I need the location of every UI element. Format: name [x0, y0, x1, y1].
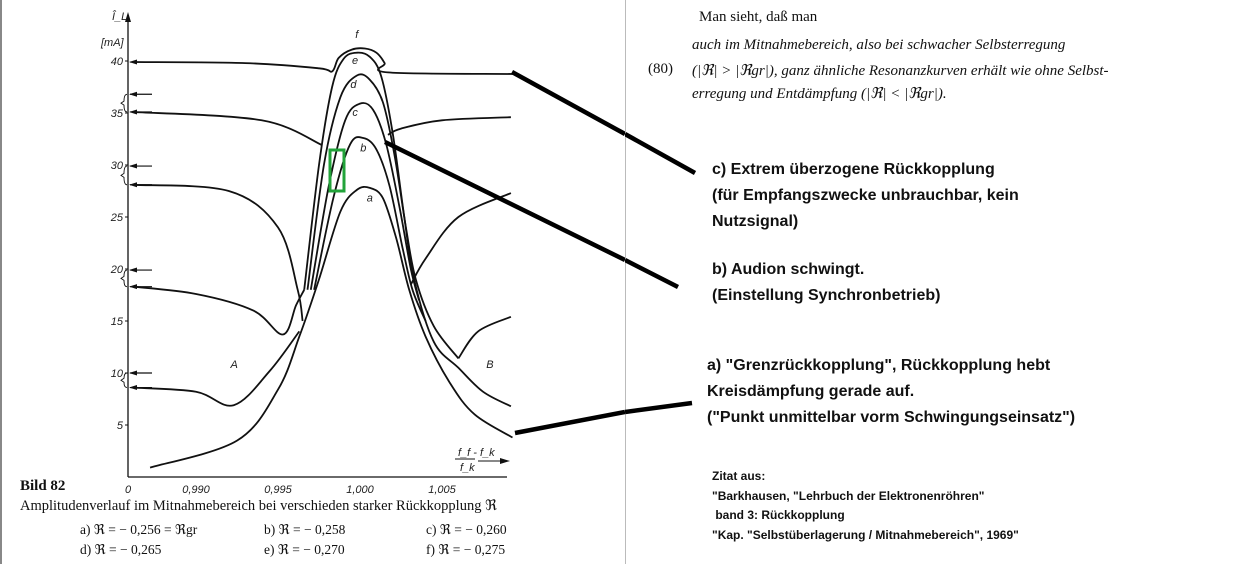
arrow-left-icon — [129, 370, 137, 376]
pointer-line-a — [514, 409, 625, 436]
pointer-line-b-end — [625, 257, 680, 290]
curve-branch-B2 — [387, 116, 511, 136]
level-brace — [120, 93, 128, 113]
pointer-line-b — [384, 139, 625, 263]
arrow-left-icon — [129, 182, 137, 188]
pointer-line-a-end — [625, 400, 693, 415]
legend-f: f) ℜ = − 0,275 — [426, 542, 506, 557]
curve-label-b: b — [360, 142, 366, 154]
y-tick-label: 30 — [111, 160, 124, 172]
y-tick-label: 15 — [111, 316, 124, 328]
curve-branch-A1 — [133, 330, 301, 407]
annotation-b: b) Audion schwingt.(Einstellung Synchron… — [712, 261, 941, 304]
curve-e — [303, 51, 512, 408]
level-brace — [120, 372, 128, 389]
figure-caption: Amplitudenverlauf im Mitnahmebereich bei… — [20, 498, 497, 514]
arrow-left-icon — [129, 91, 137, 97]
y-tick-label: 40 — [111, 56, 124, 68]
x-tick-label: 1,005 — [428, 484, 456, 496]
pointer-lines-right — [625, 132, 697, 415]
arrow-left-icon — [129, 59, 137, 65]
level-brace — [120, 269, 128, 288]
x-axis-label-denominator: f_k — [460, 462, 475, 474]
legend-c: c) ℜ = − 0,260 — [426, 522, 507, 537]
curve-label-a: a — [367, 192, 373, 204]
book-text-line3: (|ℜ| > |ℜgr|), ganz ähnliche Resonanzkur… — [692, 63, 1109, 79]
arrow-left-icon — [129, 385, 137, 391]
book-text-line4: erregung und Entdämpfung (|ℜ| < |ℜgr|). — [692, 86, 947, 102]
curve-label-f: f — [355, 29, 359, 41]
legend-b: b) ℜ = − 0,258 — [264, 522, 346, 537]
region-label: A — [229, 359, 237, 371]
y-tick-label: 25 — [110, 212, 124, 224]
y-tick-label: 35 — [111, 108, 124, 120]
annotation-a: a) "Grenzrückkopplung", Rückkopplung heb… — [707, 357, 1076, 426]
level-brace — [120, 165, 128, 186]
curve-label-d: d — [350, 79, 357, 91]
arrow-right-icon — [500, 458, 510, 464]
x-tick-label: 1,000 — [346, 484, 374, 496]
curve-branch-A4 — [133, 111, 323, 147]
curve-branch-A3 — [133, 183, 304, 322]
curve-branch-B3 — [457, 315, 512, 359]
annotation-c: c) Extrem überzogene Rückkopplung(für Em… — [712, 161, 1019, 230]
y-tick-label: 20 — [110, 264, 124, 276]
arrow-left-icon — [129, 109, 137, 115]
arrow-left-icon — [129, 163, 137, 169]
pointer-line-c-end — [625, 132, 697, 175]
curve-a — [149, 185, 513, 469]
region-label: B — [486, 359, 493, 371]
x-axis-label-numerator: f_f - f_k — [458, 447, 495, 459]
curve-label-e: e — [352, 55, 358, 67]
y-axis-arrow-icon — [125, 12, 131, 22]
arrow-left-icon — [129, 284, 137, 290]
x-tick-label: 0 — [125, 484, 132, 496]
pointer-line-c — [510, 70, 625, 136]
figure-number: Bild 82 — [20, 478, 66, 494]
legend-d: d) ℜ = − 0,265 — [80, 542, 162, 557]
x-tick-label: 0,990 — [182, 484, 210, 496]
y-axis-unit: [mA] — [100, 37, 125, 49]
legend-a: a) ℜ = − 0,256 = ℜgr — [80, 522, 198, 537]
book-text-line2: auch im Mitnahmebereich, also bei schwac… — [692, 37, 1066, 53]
resonance-chart: Î_L [mA] f_f - f_k f_k 5 10 15 20 25 30 35 40 0 0,990… — [100, 10, 625, 496]
book-text-line1: Man sieht, daß man — [699, 9, 818, 25]
curve-f — [133, 47, 513, 75]
y-tick-label: 5 — [117, 420, 124, 432]
highlight-box — [328, 148, 346, 193]
citation: Zitat aus:"Barkhausen, "Lehrbuch der Ele… — [712, 469, 1019, 542]
curve-label-c: c — [352, 107, 358, 119]
curve-d — [306, 73, 460, 359]
y-axis-label: Î_L — [112, 10, 127, 23]
arrow-left-icon — [129, 267, 137, 273]
curve-branch-A2 — [133, 285, 306, 336]
x-tick-label: 0,995 — [264, 484, 292, 496]
y-tick-label: 10 — [111, 368, 124, 380]
equation-number: (80) — [648, 61, 673, 77]
page-separator — [625, 0, 626, 564]
page-edge — [0, 0, 2, 564]
curve-branch-B1 — [410, 192, 512, 286]
legend-e: e) ℜ = − 0,270 — [264, 542, 345, 557]
